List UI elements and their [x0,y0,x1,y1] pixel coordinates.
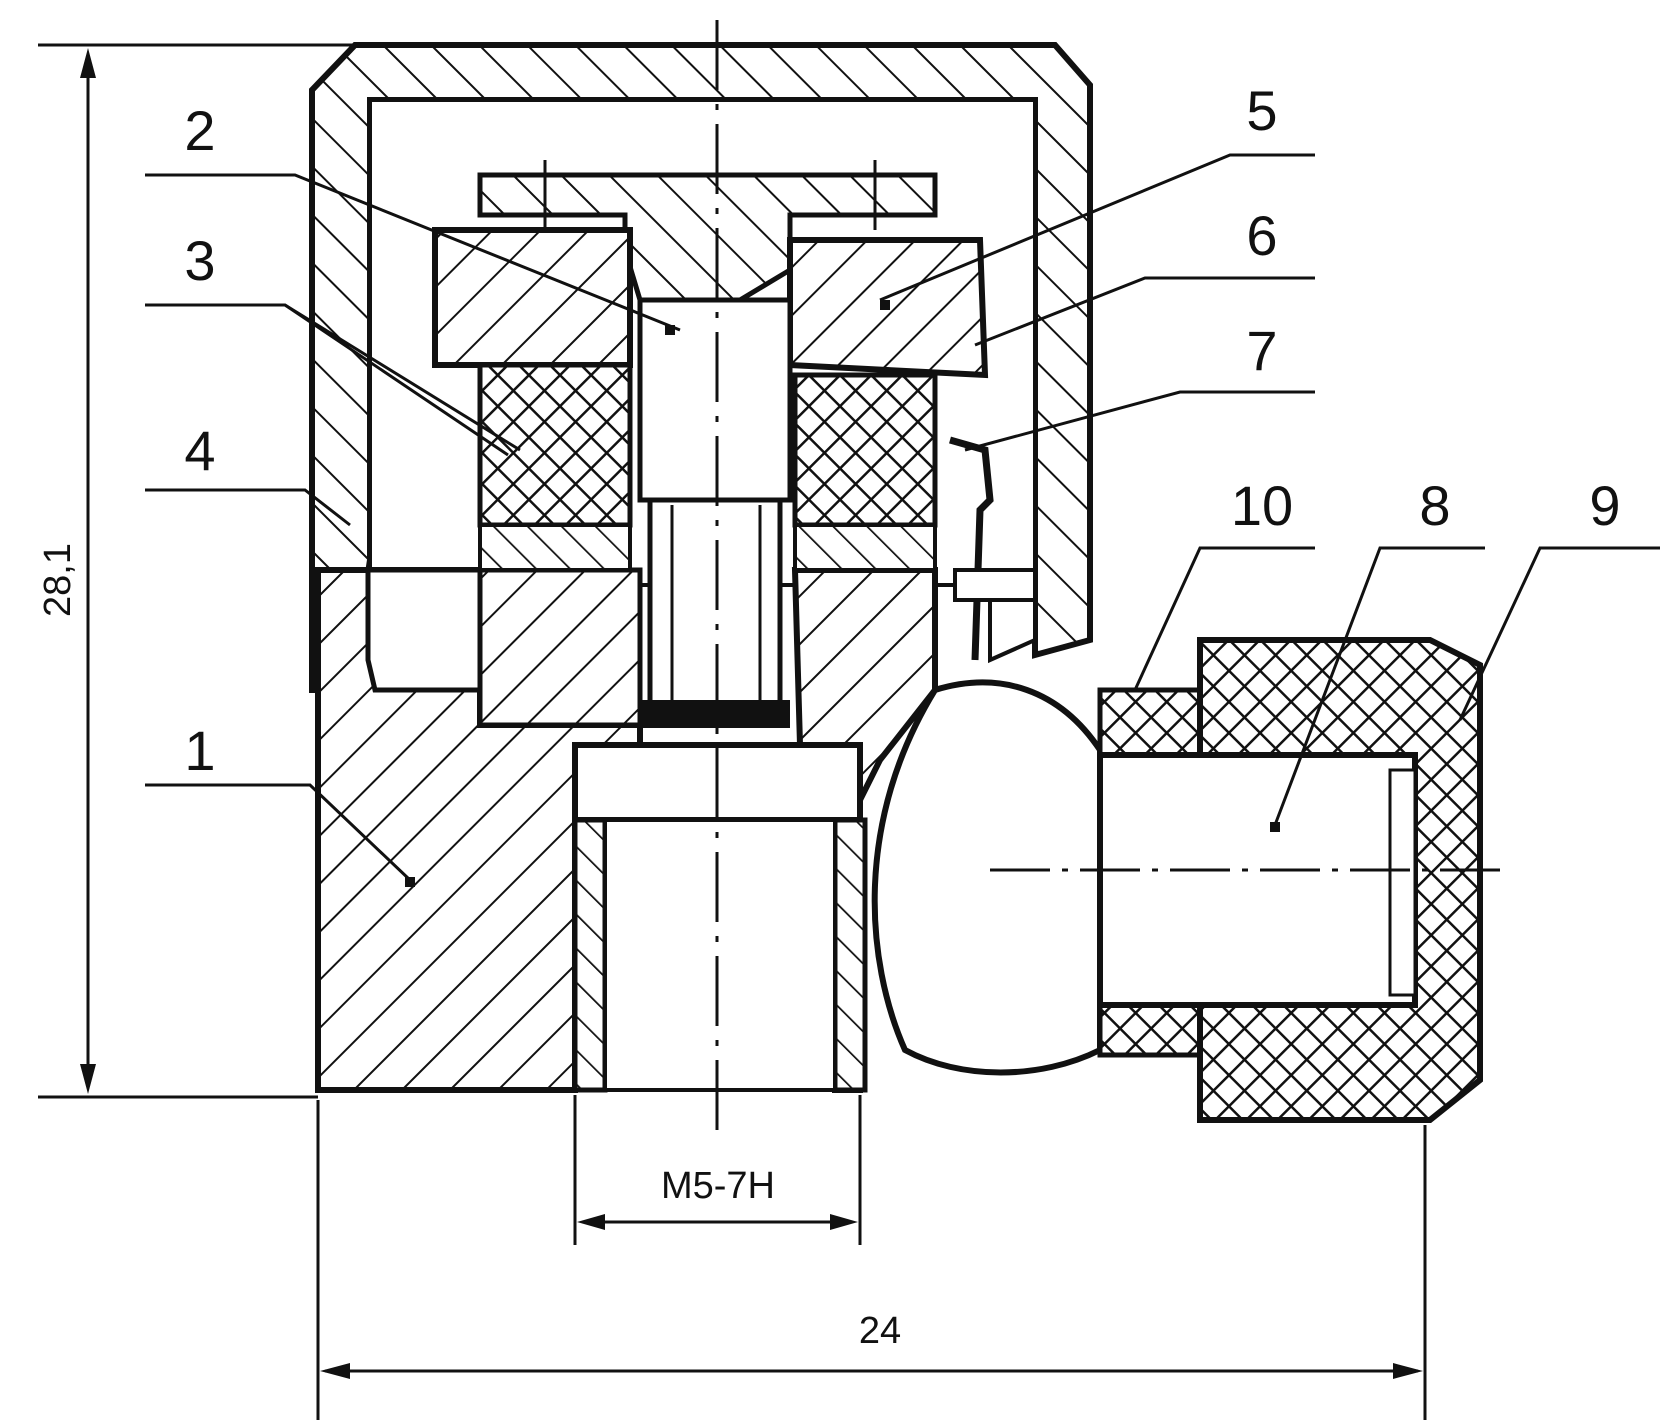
coil-right [792,372,938,572]
dimension-thread-label: M5-7H [661,1165,775,1207]
part-marker-dots [405,300,1280,887]
callout-7: 7 [1246,319,1277,382]
threaded-port [572,742,868,1093]
plunger [637,297,793,728]
callout-1: 1 [184,719,215,782]
callout-2: 2 [184,99,215,162]
callout-labels: 1 2 3 4 5 6 7 8 9 10 [184,79,1620,782]
callout-6: 6 [1246,204,1277,267]
dimension-width-label: 24 [859,1310,901,1352]
dimension-thread: M5-7H [573,1095,862,1245]
dimension-height: 28,1 [37,43,355,1099]
callout-5: 5 [1246,79,1277,142]
coil-left [477,362,633,572]
callout-8: 8 [1419,474,1450,537]
outlet-fitting [871,637,1500,1123]
callout-10: 10 [1231,474,1293,537]
callout-9: 9 [1589,474,1620,537]
callout-3: 3 [184,229,215,292]
dimension-height-label: 28,1 [37,543,79,617]
callout-4: 4 [184,419,215,482]
dimension-width: 24 [316,1100,1427,1420]
leader-lines [145,153,1660,882]
